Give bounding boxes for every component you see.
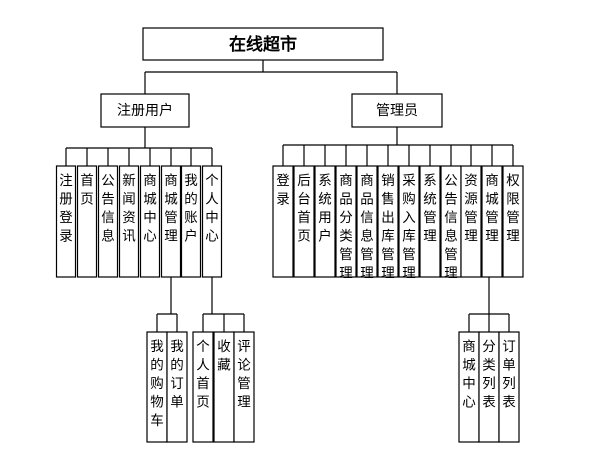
user-child-label-1: 注册登录 [59, 173, 73, 245]
admin-child-label-3: 系统用户 [318, 173, 332, 245]
user-child-label-5: 商城中心 [143, 173, 157, 245]
admin-child-label-5: 商品信息管理 [360, 173, 374, 282]
admin-child-2: 后台首页 [293, 165, 315, 278]
user-label: 注册用户 [117, 102, 173, 119]
root-label: 在线超市 [229, 34, 297, 55]
personal-child-label-1: 个人首页 [196, 339, 210, 411]
admin-child-1: 登录 [272, 165, 294, 278]
admin-child-11: 商城管理 [481, 165, 503, 278]
admin-child-label-10: 资源管理 [464, 173, 478, 245]
user-child-label-4: 新闻资讯 [122, 173, 136, 245]
user-child-5: 商城中心 [139, 165, 161, 278]
personal-child-1: 个人首页 [192, 331, 214, 443]
root-node: 在线超市 [142, 27, 384, 61]
admin-child-12: 权限管理 [502, 165, 524, 278]
mall-child-3: 订单列表 [498, 331, 520, 443]
admin-child-4: 商品分类管理 [335, 165, 357, 282]
mall-child-label-2: 分类列表 [482, 339, 496, 411]
account-child-label-2: 我的订单 [170, 339, 184, 411]
personal-child-3: 评论管理 [233, 331, 255, 443]
user-child-8: 个人中心 [201, 165, 223, 278]
admin-child-5: 商品信息管理 [356, 165, 378, 282]
leaf-nodes: 注册登录首页公告信息新闻资讯商城中心商城管理我的账户个人中心我的购物车我的订单个… [55, 165, 524, 443]
personal-child-2: 收藏 [213, 331, 235, 443]
user-node: 注册用户 [100, 93, 190, 128]
admin-child-label-11: 商城管理 [485, 173, 499, 245]
admin-node: 管理员 [351, 93, 443, 128]
user-child-1: 注册登录 [55, 165, 77, 278]
admin-child-label-6: 销售出库管理 [381, 173, 395, 282]
user-child-2: 首页 [76, 165, 98, 278]
admin-child-3: 系统用户 [314, 165, 336, 278]
admin-child-label-9: 公告信息管理 [444, 173, 458, 282]
mall-child-label-3: 订单列表 [502, 339, 516, 411]
account-child-1: 我的购物车 [146, 331, 168, 443]
mall-child-1: 商城中心 [458, 331, 480, 443]
user-child-3: 公告信息 [97, 165, 119, 278]
admin-child-10: 资源管理 [460, 165, 482, 278]
admin-child-label-8: 系统管理 [423, 173, 437, 245]
user-child-label-7: 我的账户 [184, 173, 198, 245]
admin-child-label-12: 权限管理 [506, 172, 520, 245]
account-child-label-1: 我的购物车 [150, 339, 164, 429]
mall-child-label-1: 商城中心 [462, 339, 476, 411]
personal-child-label-2: 收藏 [217, 339, 231, 374]
admin-child-label-4: 商品分类管理 [339, 173, 353, 282]
admin-child-8: 系统管理 [419, 165, 441, 278]
admin-child-label-1: 登录 [276, 173, 290, 208]
user-child-label-6: 商城管理 [164, 173, 178, 245]
admin-child-label-7: 采购入库管理 [402, 173, 416, 282]
user-child-7: 我的账户 [180, 165, 202, 278]
connector-lines [65, 60, 514, 332]
mall-child-2: 分类列表 [478, 331, 500, 443]
user-child-6: 商城管理 [160, 165, 182, 278]
user-child-4: 新闻资讯 [118, 165, 140, 278]
account-child-2: 我的订单 [166, 331, 188, 443]
admin-child-9: 公告信息管理 [440, 165, 462, 282]
user-child-label-8: 个人中心 [205, 173, 219, 245]
personal-child-label-3: 评论管理 [237, 339, 251, 411]
user-child-label-3: 公告信息 [101, 173, 115, 245]
user-child-label-2: 首页 [80, 173, 94, 208]
admin-child-7: 采购入库管理 [398, 165, 420, 282]
admin-child-6: 销售出库管理 [377, 165, 399, 282]
admin-label: 管理员 [376, 103, 418, 119]
admin-child-label-2: 后台首页 [297, 173, 311, 245]
